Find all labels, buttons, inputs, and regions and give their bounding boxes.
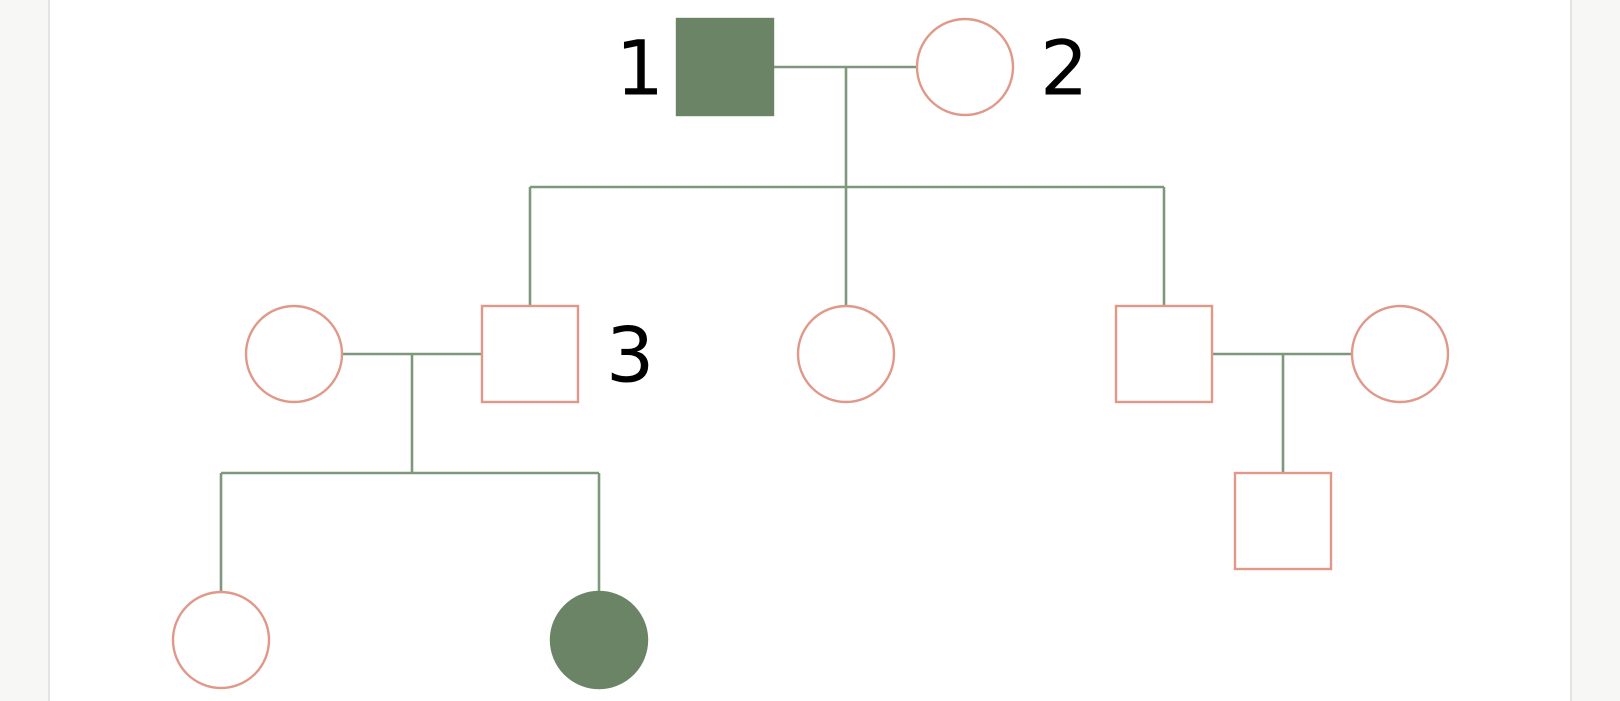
label-individual-3: 3 (606, 311, 654, 400)
individual-symbols (171, 17, 1450, 690)
unaffected-female-circle-gen2-son-right-spouse (1350, 304, 1450, 404)
individual-labels: 1 2 3 (606, 24, 1088, 400)
affected-male-square-gen1-father (675, 17, 775, 117)
affected-female-circle-gen3-daughter-affected (549, 590, 649, 690)
unaffected-female-circle-gen1-mother (915, 17, 1015, 117)
label-individual-1: 1 (616, 24, 664, 113)
unaffected-male-square-gen2-son-left (480, 304, 580, 404)
unaffected-male-square-gen3-son-right (1233, 471, 1333, 571)
unaffected-female-circle-gen3-daughter-left (171, 590, 271, 690)
relationship-lines (219, 65, 1352, 592)
unaffected-female-circle-gen2-daughter-middle (796, 304, 896, 404)
unaffected-male-square-gen2-son-right (1114, 304, 1214, 404)
unaffected-female-circle-gen2-son-left-spouse (244, 304, 344, 404)
label-individual-2: 2 (1040, 24, 1088, 113)
